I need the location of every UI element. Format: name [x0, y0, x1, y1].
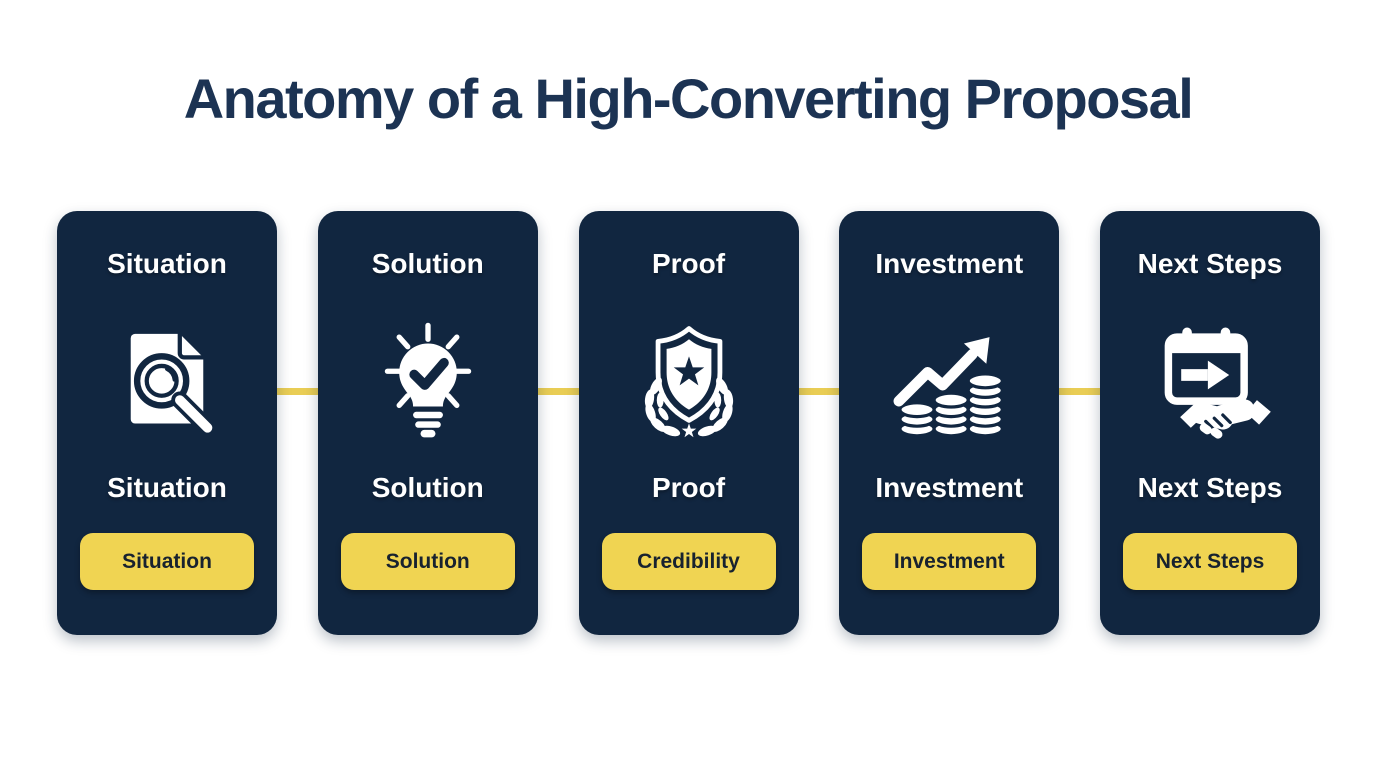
card-label: Next Steps — [1137, 472, 1283, 503]
cards-row: Situation Situation Situation Solution — [57, 211, 1320, 635]
card-label: Investment — [875, 472, 1024, 503]
card-badge: Next Steps — [1123, 533, 1297, 590]
calendar-arrow-handshake-icon — [1164, 327, 1271, 439]
lightbulb-check-icon — [384, 322, 471, 438]
card-next-steps: Next Steps — [1100, 211, 1320, 635]
card-investment: Investment — [839, 211, 1060, 635]
card-heading: Proof — [651, 248, 726, 279]
card-proof: Proof — [578, 211, 799, 635]
card-solution: Solution — [317, 211, 538, 635]
card-label: Situation — [107, 472, 227, 503]
card-heading: Solution — [371, 248, 484, 279]
card-badge: Situation — [80, 533, 254, 590]
card-badge: Investment — [862, 533, 1037, 590]
card-icon-wrap — [579, 315, 799, 451]
card-icon-wrap — [318, 315, 538, 451]
card-heading: Next Steps — [1137, 248, 1283, 279]
card-heading: Investment — [875, 248, 1024, 279]
card-label: Proof — [651, 472, 726, 503]
shield-star-laurel-icon — [642, 326, 735, 439]
page-title: Anatomy of a High-Converting Proposal — [183, 67, 1194, 130]
card-icon-wrap — [839, 315, 1059, 451]
card-icon-wrap — [1100, 315, 1320, 451]
card-heading: Situation — [107, 248, 227, 279]
document-magnifier-icon — [130, 331, 214, 435]
card-badge: Credibility — [601, 533, 776, 590]
handshake-glyph — [1180, 399, 1271, 439]
card-label: Solution — [371, 472, 484, 503]
coins-growth-arrow-icon — [893, 337, 1005, 438]
card-situation: Situation Situation Situation — [57, 211, 277, 635]
card-icon-wrap — [57, 315, 277, 451]
card-badge: Solution — [340, 533, 515, 590]
